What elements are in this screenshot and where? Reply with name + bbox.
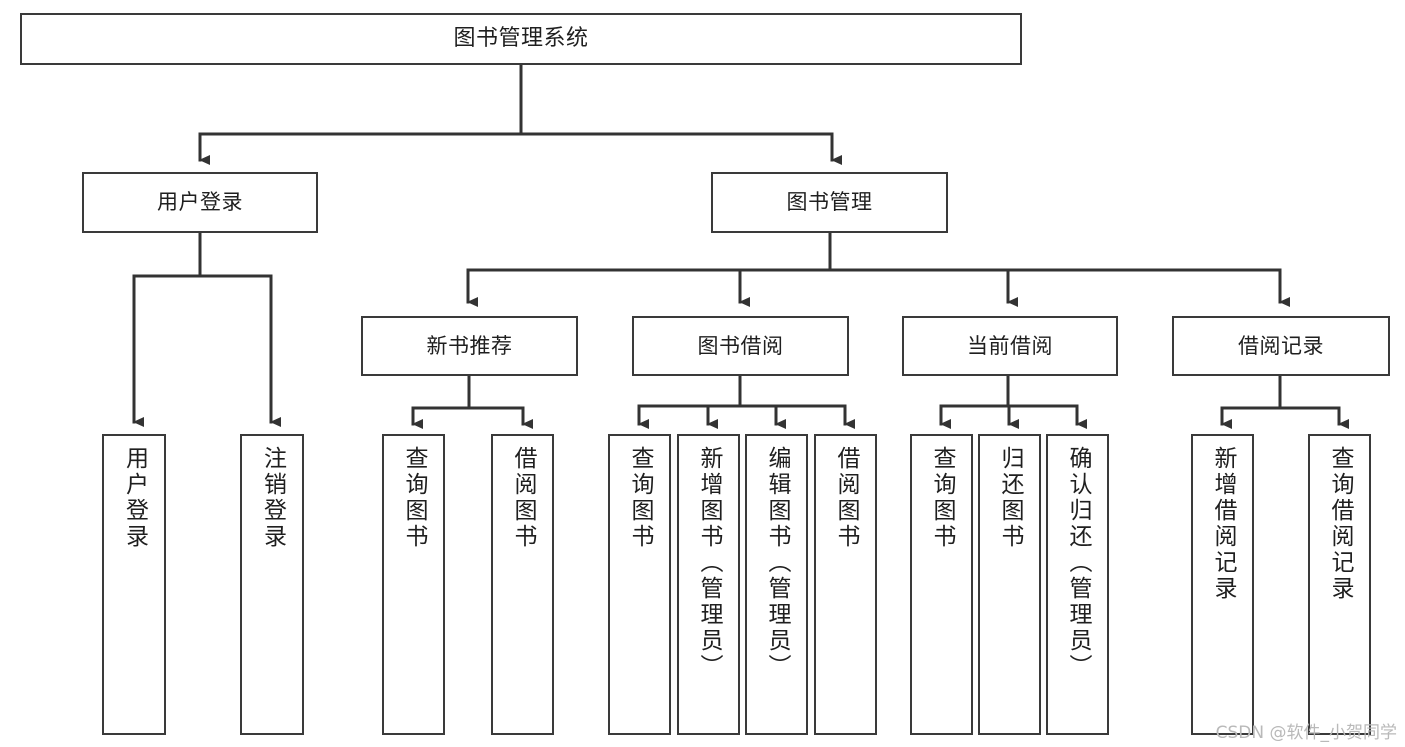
node-user-login[interactable]: 用户登录 — [82, 172, 318, 233]
leaf-borrow-book-1[interactable]: 借阅图书 — [491, 434, 554, 735]
node-book-borrow[interactable]: 图书借阅 — [632, 316, 849, 376]
leaf-query-book-3-label: 查询图书 — [929, 446, 955, 550]
leaf-add-record[interactable]: 新增借阅记录 — [1191, 434, 1254, 735]
node-current-borrow-label: 当前借阅 — [967, 333, 1053, 358]
node-book-manage-label: 图书管理 — [786, 190, 873, 215]
leaf-query-book-3[interactable]: 查询图书 — [910, 434, 973, 735]
node-root-book-management-system[interactable]: 图书管理系统 — [20, 13, 1022, 65]
node-borrow-record[interactable]: 借阅记录 — [1172, 316, 1390, 376]
leaf-add-book-label: 新增图书（管理员） — [696, 446, 722, 680]
leaf-user-logout-label: 注销登录 — [259, 446, 286, 550]
node-user-login-label: 用户登录 — [157, 190, 243, 215]
leaf-query-book-2-label: 查询图书 — [627, 446, 653, 550]
leaf-query-record-label: 查询借阅记录 — [1327, 446, 1353, 602]
node-book-borrow-label: 图书借阅 — [697, 333, 784, 358]
node-new-book-recommend-label: 新书推荐 — [426, 333, 513, 358]
leaf-edit-book-label: 编辑图书（管理员） — [764, 446, 790, 680]
leaf-confirm-return-label: 确认归还（管理员） — [1065, 446, 1091, 680]
node-current-borrow[interactable]: 当前借阅 — [902, 316, 1118, 376]
leaf-user-logout[interactable]: 注销登录 — [240, 434, 304, 735]
leaf-borrow-book-2[interactable]: 借阅图书 — [814, 434, 877, 735]
leaf-query-record[interactable]: 查询借阅记录 — [1308, 434, 1371, 735]
leaf-add-record-label: 新增借阅记录 — [1210, 446, 1236, 602]
leaf-query-book-2[interactable]: 查询图书 — [608, 434, 671, 735]
csdn-watermark: CSDN @软件_小贺同学 — [1215, 723, 1397, 743]
leaf-user-login[interactable]: 用户登录 — [102, 434, 166, 735]
node-borrow-record-label: 借阅记录 — [1238, 333, 1324, 358]
leaf-borrow-book-2-label: 借阅图书 — [833, 446, 859, 550]
leaf-query-book-1-label: 查询图书 — [401, 446, 427, 550]
leaf-user-login-label: 用户登录 — [121, 446, 148, 550]
leaf-confirm-return[interactable]: 确认归还（管理员） — [1046, 434, 1109, 735]
leaf-edit-book[interactable]: 编辑图书（管理员） — [745, 434, 808, 735]
leaf-return-book-label: 归还图书 — [997, 446, 1023, 550]
leaf-return-book[interactable]: 归还图书 — [978, 434, 1041, 735]
leaf-query-book-1[interactable]: 查询图书 — [382, 434, 445, 735]
node-book-manage[interactable]: 图书管理 — [711, 172, 948, 233]
node-new-book-recommend[interactable]: 新书推荐 — [361, 316, 578, 376]
leaf-add-book[interactable]: 新增图书（管理员） — [677, 434, 740, 735]
leaf-borrow-book-1-label: 借阅图书 — [510, 446, 536, 550]
node-root-label: 图书管理系统 — [453, 26, 589, 52]
